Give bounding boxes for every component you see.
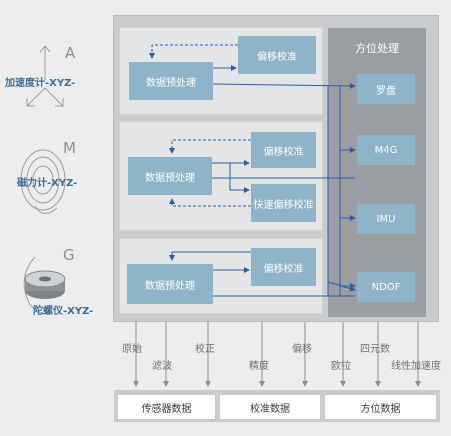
mag-letter: M: [63, 139, 76, 157]
accelerometer-sensor: A 加速度计-XYZ-: [5, 40, 105, 130]
fusion-mode-imu: IMU: [357, 204, 415, 234]
label-correction: 校正: [195, 344, 215, 355]
gyro-preprocess-box: 数据预处理: [127, 264, 213, 304]
fusion-mode-ndof: NDOF: [357, 272, 415, 302]
mag-label: 磁力计-XYZ-: [17, 178, 78, 189]
gyro-letter: G: [63, 246, 75, 264]
label-euler: 欧拉: [331, 361, 351, 372]
mag-offset-calib-box: 偏移校准: [251, 132, 316, 168]
label-raw: 原始: [122, 344, 142, 355]
gyroscope-sensor: G 陀螺仪-XYZ-: [5, 245, 105, 325]
label-quaternion: 四元数: [360, 344, 390, 355]
magnetometer-sensor: M 磁力计-XYZ-: [5, 138, 105, 228]
gyroscope-icon: [23, 256, 66, 315]
accel-offset-calib-box: 偏移校准: [238, 36, 316, 74]
accel-preprocess-box: 数据预处理: [129, 62, 213, 100]
output-orientation-data: 方位数据: [325, 395, 436, 419]
fusion-mode-compass: 罗盘: [357, 74, 415, 104]
label-filter: 滤波: [152, 361, 172, 372]
label-offset: 偏移: [292, 344, 312, 355]
gyro-label: 陀螺仪-XYZ-: [33, 306, 94, 317]
accel-label: 加速度计-XYZ-: [5, 78, 76, 89]
mag-fast-offset-calib-box: 快速偏移校准: [251, 184, 316, 222]
magnet-icon: [20, 149, 66, 214]
gyro-offset-calib-box: 偏移校准: [251, 248, 316, 286]
fusion-title: 方位处理: [355, 42, 399, 55]
label-precision: 精度: [249, 361, 269, 372]
output-sensor-data: 传感器数据: [118, 395, 215, 419]
axes-icon: [26, 45, 64, 107]
output-calib-data: 校准数据: [220, 395, 320, 419]
fusion-mode-m4g: M4G: [357, 135, 415, 165]
accel-letter: A: [65, 44, 76, 62]
label-linear-accel: 线性加速度: [391, 361, 441, 372]
mag-preprocess-box: 数据预处理: [128, 157, 212, 195]
